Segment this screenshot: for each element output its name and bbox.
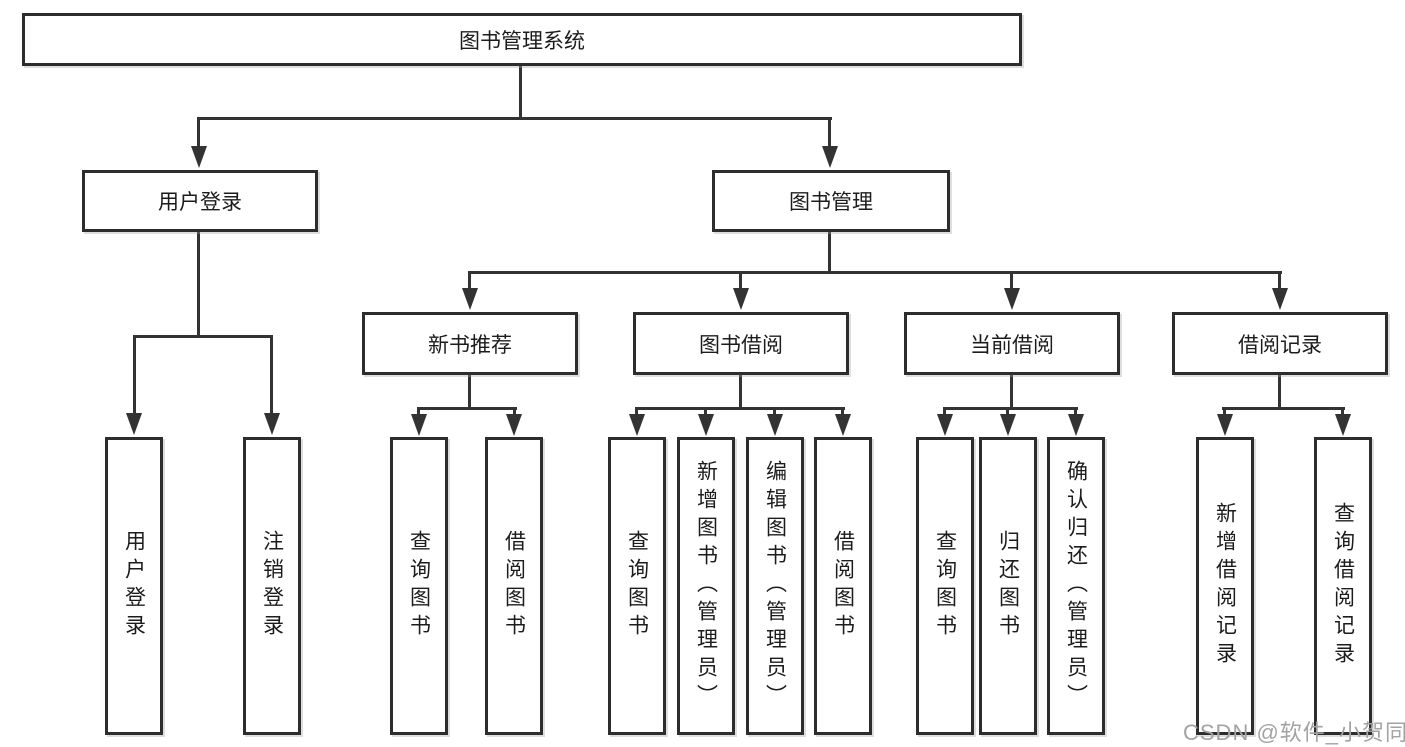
connector-newbook-horizontal [417,407,517,410]
connector-book-management-horizontal [468,271,1282,274]
connector-records-stem [1278,375,1281,410]
arrowhead-leaf [698,414,714,436]
arrowhead-leaf [937,414,953,436]
connector-drop-leaf-logout [270,335,273,415]
leaf-logout: 注销登录 [243,437,301,735]
connector-drop-leaf [943,407,946,417]
connector-borrowing-stem [739,375,742,410]
connector-current-horizontal [943,407,1078,410]
leaf-add-borrow-record: 新增借阅记录 [1196,437,1254,735]
connector-drop-leaf [841,407,844,417]
node-book-management: 图书管理 [712,170,950,232]
arrowhead-leaf-login [126,413,142,435]
leaf-user-login: 用户登录 [105,437,163,735]
leaf-query-books-current: 查询图书 [916,437,974,735]
connector-drop-leaf [773,407,776,417]
node-borrowing-records: 借阅记录 [1172,312,1388,375]
connector-drop-leaf [1223,407,1226,417]
node-user-login: 用户登录 [82,170,318,232]
connector-current-stem [1010,375,1013,410]
connector-drop-leaf [1341,407,1344,417]
connector-drop-user-login [197,117,200,149]
leaf-query-borrow-record: 查询借阅记录 [1314,437,1372,735]
arrowhead-leaf [1335,414,1351,436]
connector-borrowing-horizontal [635,407,845,410]
connector-drop-leaf [1074,407,1077,417]
node-book-borrowing: 图书借阅 [633,312,849,375]
connector-user-login-horizontal [133,335,273,338]
leaf-borrow-books-newbook: 借阅图书 [485,437,543,735]
connector-drop-leaf [635,407,638,417]
node-new-book-recommend: 新书推荐 [362,312,578,375]
arrowhead-leaf [629,414,645,436]
arrowhead-leaf-logout [264,413,280,435]
connector-drop-borrowing [739,271,742,291]
node-current-borrowing: 当前借阅 [904,312,1120,375]
connector-drop-leaf [704,407,707,417]
connector-drop-book-management [828,117,831,149]
connector-records-horizontal [1222,407,1345,410]
connector-drop-leaf [417,407,420,417]
arrowhead-newbook [462,288,478,310]
connector-drop-leaf [513,407,516,417]
connector-drop-records [1278,271,1281,291]
connector-drop-leaf [1006,407,1009,417]
connector-root-stem [519,66,522,120]
connector-user-login-stem [197,232,200,338]
arrowhead-leaf [835,414,851,436]
connector-newbook-stem [468,375,471,410]
leaf-edit-book-admin: 编辑图书（管理员） [746,437,804,735]
arrowhead-borrowing [733,288,749,310]
node-library-management-system: 图书管理系统 [22,13,1022,66]
arrowhead-user-login [191,146,207,168]
connector-book-management-stem [828,232,831,274]
watermark: CSDN @软件_小贺同学 [1183,720,1405,745]
leaf-borrow-books-borrow: 借阅图书 [814,437,872,735]
leaf-query-books-borrow: 查询图书 [608,437,666,735]
leaf-query-books-newbook: 查询图书 [390,437,448,735]
arrowhead-book-management [822,146,838,168]
connector-drop-current [1010,271,1013,291]
arrowhead-leaf [506,414,522,436]
leaf-add-book-admin: 新增图书（管理员） [677,437,735,735]
arrowhead-records [1272,288,1288,310]
arrowhead-leaf [1068,414,1084,436]
arrowhead-current [1004,288,1020,310]
arrowhead-leaf [1000,414,1016,436]
leaf-confirm-return-admin: 确认归还（管理员） [1047,437,1105,735]
arrowhead-leaf [411,414,427,436]
arrowhead-leaf [767,414,783,436]
arrowhead-leaf [1217,414,1233,436]
leaf-return-books: 归还图书 [979,437,1037,735]
connector-root-horizontal [197,117,832,120]
connector-drop-leaf-login [133,335,136,415]
connector-drop-newbook [468,271,471,291]
